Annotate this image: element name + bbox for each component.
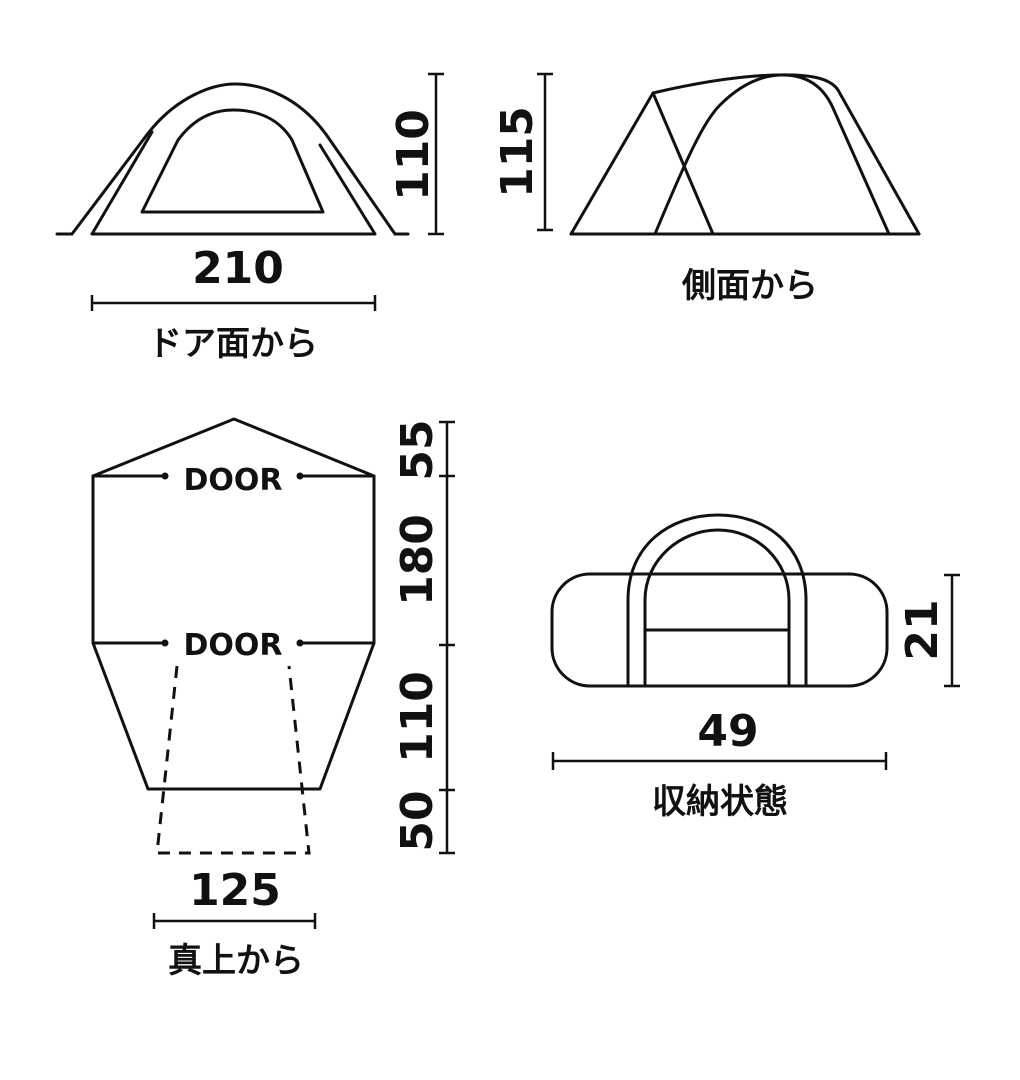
storage-length-value: 49 (697, 706, 758, 757)
door-opening (140, 108, 325, 214)
bag-strap-lines (643, 572, 791, 632)
inner-tent-outline (90, 130, 377, 236)
top-width-dimension-line (152, 913, 317, 929)
bag-handle-outer (626, 513, 808, 688)
segment-value-1: 55 (392, 419, 443, 480)
width-dimension-line (90, 295, 377, 311)
dimension-ticks (439, 420, 455, 855)
vestibule-pole (569, 91, 715, 236)
top-view-width-value: 125 (189, 865, 281, 916)
door-marker (296, 639, 304, 647)
door-marker (161, 639, 169, 647)
side-view-label: 側面から (681, 266, 818, 306)
outer-fly-outline (70, 82, 397, 236)
bag-handle-inner (643, 528, 791, 688)
segment-value-3: 110 (392, 671, 443, 763)
side-height-dimension-line (537, 72, 553, 232)
storage-height-value: 21 (897, 599, 948, 660)
storage-view-label: 収納状態 (652, 782, 788, 822)
storage-view: 21 49 収納状態 (550, 513, 960, 822)
segment-value-4: 50 (392, 790, 443, 851)
inner-tent-arc (653, 73, 891, 236)
door-marker (161, 472, 169, 480)
rear-door-label: DOOR (183, 628, 282, 663)
front-vestibule-outline (91, 417, 376, 478)
storage-height-dimension-line (944, 573, 960, 688)
side-view-height-value: 115 (492, 106, 543, 198)
height-dimension-line (428, 72, 444, 236)
top-view-label: 真上から (168, 941, 304, 981)
rear-extension-dashed (155, 665, 311, 855)
top-view: DOOR DOOR 55 180 110 50 125 真上から (91, 417, 455, 981)
door-view-height-value: 110 (388, 109, 439, 201)
door-face-view: 110 210 ドア面から (55, 72, 444, 364)
door-view-label: ドア面から (148, 324, 318, 364)
front-door-label: DOOR (183, 463, 282, 498)
rear-vestibule-outline (91, 641, 376, 791)
inner-body-sides (91, 474, 376, 645)
door-view-width-value: 210 (192, 243, 284, 294)
door-marker (296, 472, 304, 480)
segment-value-2: 180 (392, 514, 443, 606)
storage-length-dimension-line (551, 752, 888, 770)
side-view: 115 側面から (492, 72, 921, 306)
